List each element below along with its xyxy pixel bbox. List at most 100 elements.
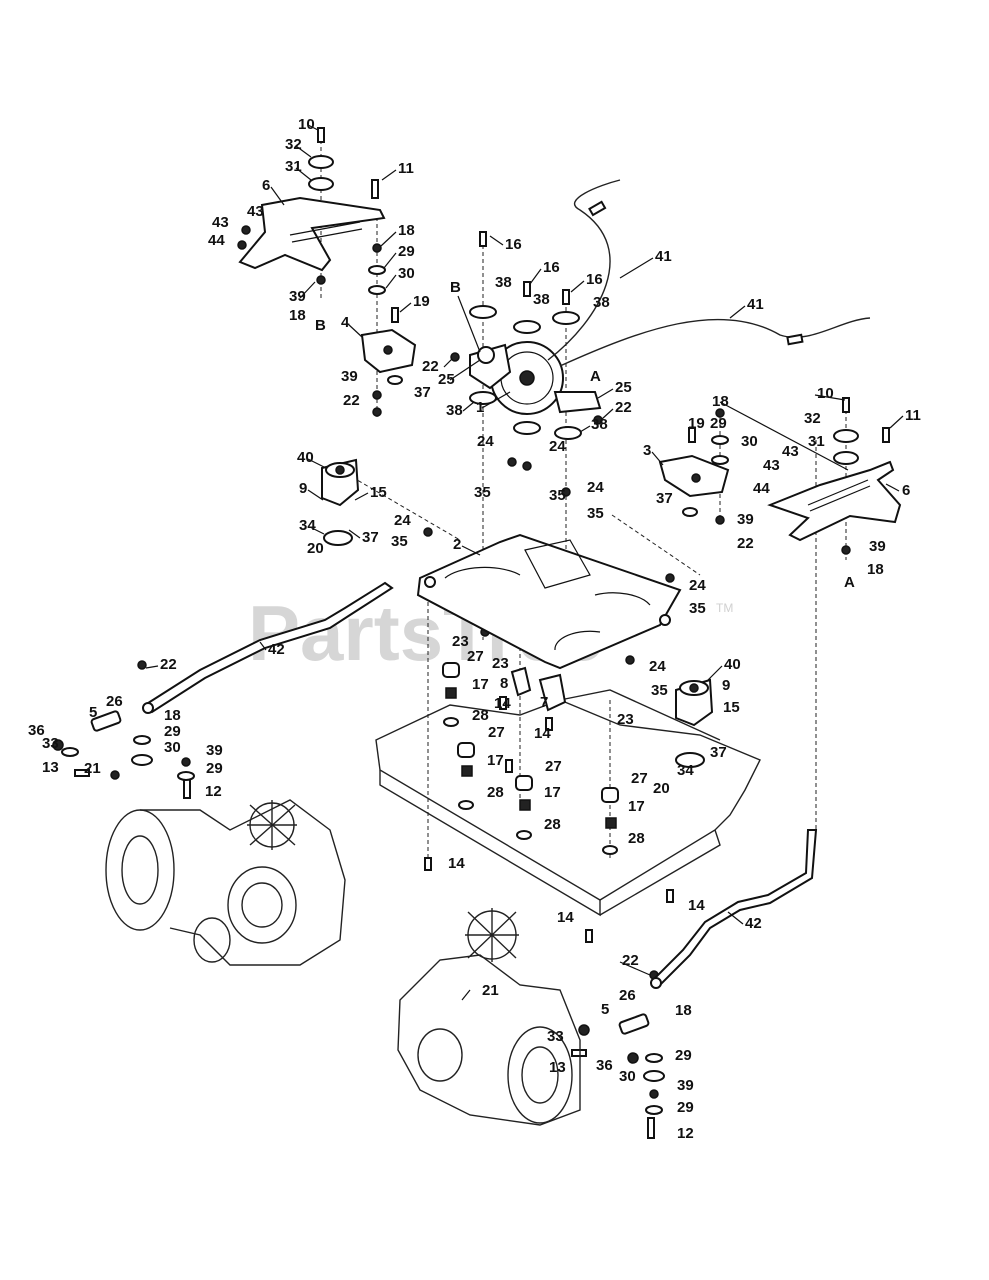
callout-label: 9 xyxy=(299,480,307,497)
callout-label: 28 xyxy=(628,830,645,847)
callout-label: 32 xyxy=(285,136,302,153)
callout-label: 29 xyxy=(398,243,415,260)
callout-label: 33 xyxy=(42,735,59,752)
callout-label: 14 xyxy=(448,855,465,872)
callout-label: 18 xyxy=(289,307,306,324)
callout-label: 6 xyxy=(902,482,910,499)
callout-label: 15 xyxy=(723,699,740,716)
callout-label: 38 xyxy=(446,402,463,419)
callout-label: 38 xyxy=(533,291,550,308)
callout-label: 18 xyxy=(712,393,729,410)
damper-right xyxy=(675,678,714,727)
washers xyxy=(308,155,859,768)
callout-label: 43 xyxy=(763,457,780,474)
callout-label: 22 xyxy=(422,358,439,375)
callout-label: 36 xyxy=(28,722,45,739)
callout-label: 30 xyxy=(164,739,181,756)
control-rod-left xyxy=(142,581,394,714)
callout-label: 17 xyxy=(628,798,645,815)
callout-label: 27 xyxy=(631,770,648,787)
callout-label: 23 xyxy=(452,633,469,650)
callout-label: 43 xyxy=(782,443,799,460)
callout-label: 29 xyxy=(710,415,727,432)
callout-label: 17 xyxy=(544,784,561,801)
callout-label: 37 xyxy=(414,384,431,401)
callout-label: 13 xyxy=(549,1059,566,1076)
callout-label: 26 xyxy=(106,693,123,710)
callout-label: 35 xyxy=(587,505,604,522)
callout-label: 28 xyxy=(487,784,504,801)
callout-label: 34 xyxy=(299,517,316,534)
callout-label: 13 xyxy=(42,759,59,776)
callout-label: 6 xyxy=(262,177,270,194)
callout-label: 7 xyxy=(540,694,548,711)
pivot-bracket-right xyxy=(658,454,730,498)
callout-label: 14 xyxy=(557,909,574,926)
callout-label: 25 xyxy=(438,371,455,388)
callout-label: 38 xyxy=(591,416,608,433)
pivot-bracket-left xyxy=(360,328,417,374)
callout-label: 27 xyxy=(545,758,562,775)
control-bracket-left xyxy=(238,196,386,272)
callout-label: 39 xyxy=(289,288,306,305)
callout-label: 43 xyxy=(247,203,264,220)
callout-label: 29 xyxy=(675,1047,692,1064)
callout-label: 24 xyxy=(587,479,604,496)
bolts-14 xyxy=(424,696,674,943)
callout-label: 30 xyxy=(619,1068,636,1085)
callout-label: 15 xyxy=(370,484,387,501)
callout-label: 22 xyxy=(343,392,360,409)
transmission-right xyxy=(397,908,581,1126)
callout-label: 11 xyxy=(905,407,921,424)
callout-label: 19 xyxy=(688,415,705,432)
callout-label: 24 xyxy=(649,658,666,675)
callout-label: 26 xyxy=(619,987,636,1004)
callout-label: 44 xyxy=(208,232,225,249)
callout-label: A xyxy=(590,368,601,385)
callout-label: 41 xyxy=(655,248,672,265)
callout-label: 27 xyxy=(488,724,505,741)
callout-label: 18 xyxy=(867,561,884,578)
callout-label: 35 xyxy=(391,533,408,550)
callout-label: 24 xyxy=(549,438,566,455)
callout-label: 35 xyxy=(474,484,491,501)
callout-label: 29 xyxy=(164,723,181,740)
callout-label: 12 xyxy=(677,1125,694,1142)
watermark-trademark: TM xyxy=(716,601,733,615)
callout-label: 19 xyxy=(413,293,430,310)
callout-label: 32 xyxy=(804,410,821,427)
callout-label: 43 xyxy=(212,214,229,231)
linkage-left xyxy=(52,710,195,781)
callout-label: 22 xyxy=(622,952,639,969)
callout-label: A xyxy=(844,574,855,591)
spacers xyxy=(442,662,619,855)
callout-label: 17 xyxy=(487,752,504,769)
callout-label: 21 xyxy=(84,760,101,777)
callout-label: 5 xyxy=(89,704,97,721)
bolts xyxy=(183,127,890,1139)
callout-label: 39 xyxy=(677,1077,694,1094)
callout-label: 18 xyxy=(675,1002,692,1019)
callout-label: 18 xyxy=(398,222,415,239)
callout-label: 30 xyxy=(741,433,758,450)
callout-label: 10 xyxy=(298,116,315,133)
callout-label: 10 xyxy=(817,385,834,402)
callout-label: 21 xyxy=(482,982,499,999)
callout-label: 31 xyxy=(808,433,825,450)
callout-label: 8 xyxy=(500,675,508,692)
callout-label: 23 xyxy=(492,655,509,672)
callout-label: 17 xyxy=(472,676,489,693)
callout-label: B xyxy=(315,317,326,334)
callout-label: 37 xyxy=(656,490,673,507)
callout-label: 37 xyxy=(362,529,379,546)
callout-label: 39 xyxy=(206,742,223,759)
chassis-frame xyxy=(375,689,761,917)
callout-label: 11 xyxy=(398,160,414,177)
control-rod-right xyxy=(650,829,818,989)
callout-label: 40 xyxy=(297,449,314,466)
callout-label: 14 xyxy=(534,725,551,742)
callout-label: 16 xyxy=(505,236,522,253)
callout-label: 29 xyxy=(206,760,223,777)
callout-label: 22 xyxy=(615,399,632,416)
